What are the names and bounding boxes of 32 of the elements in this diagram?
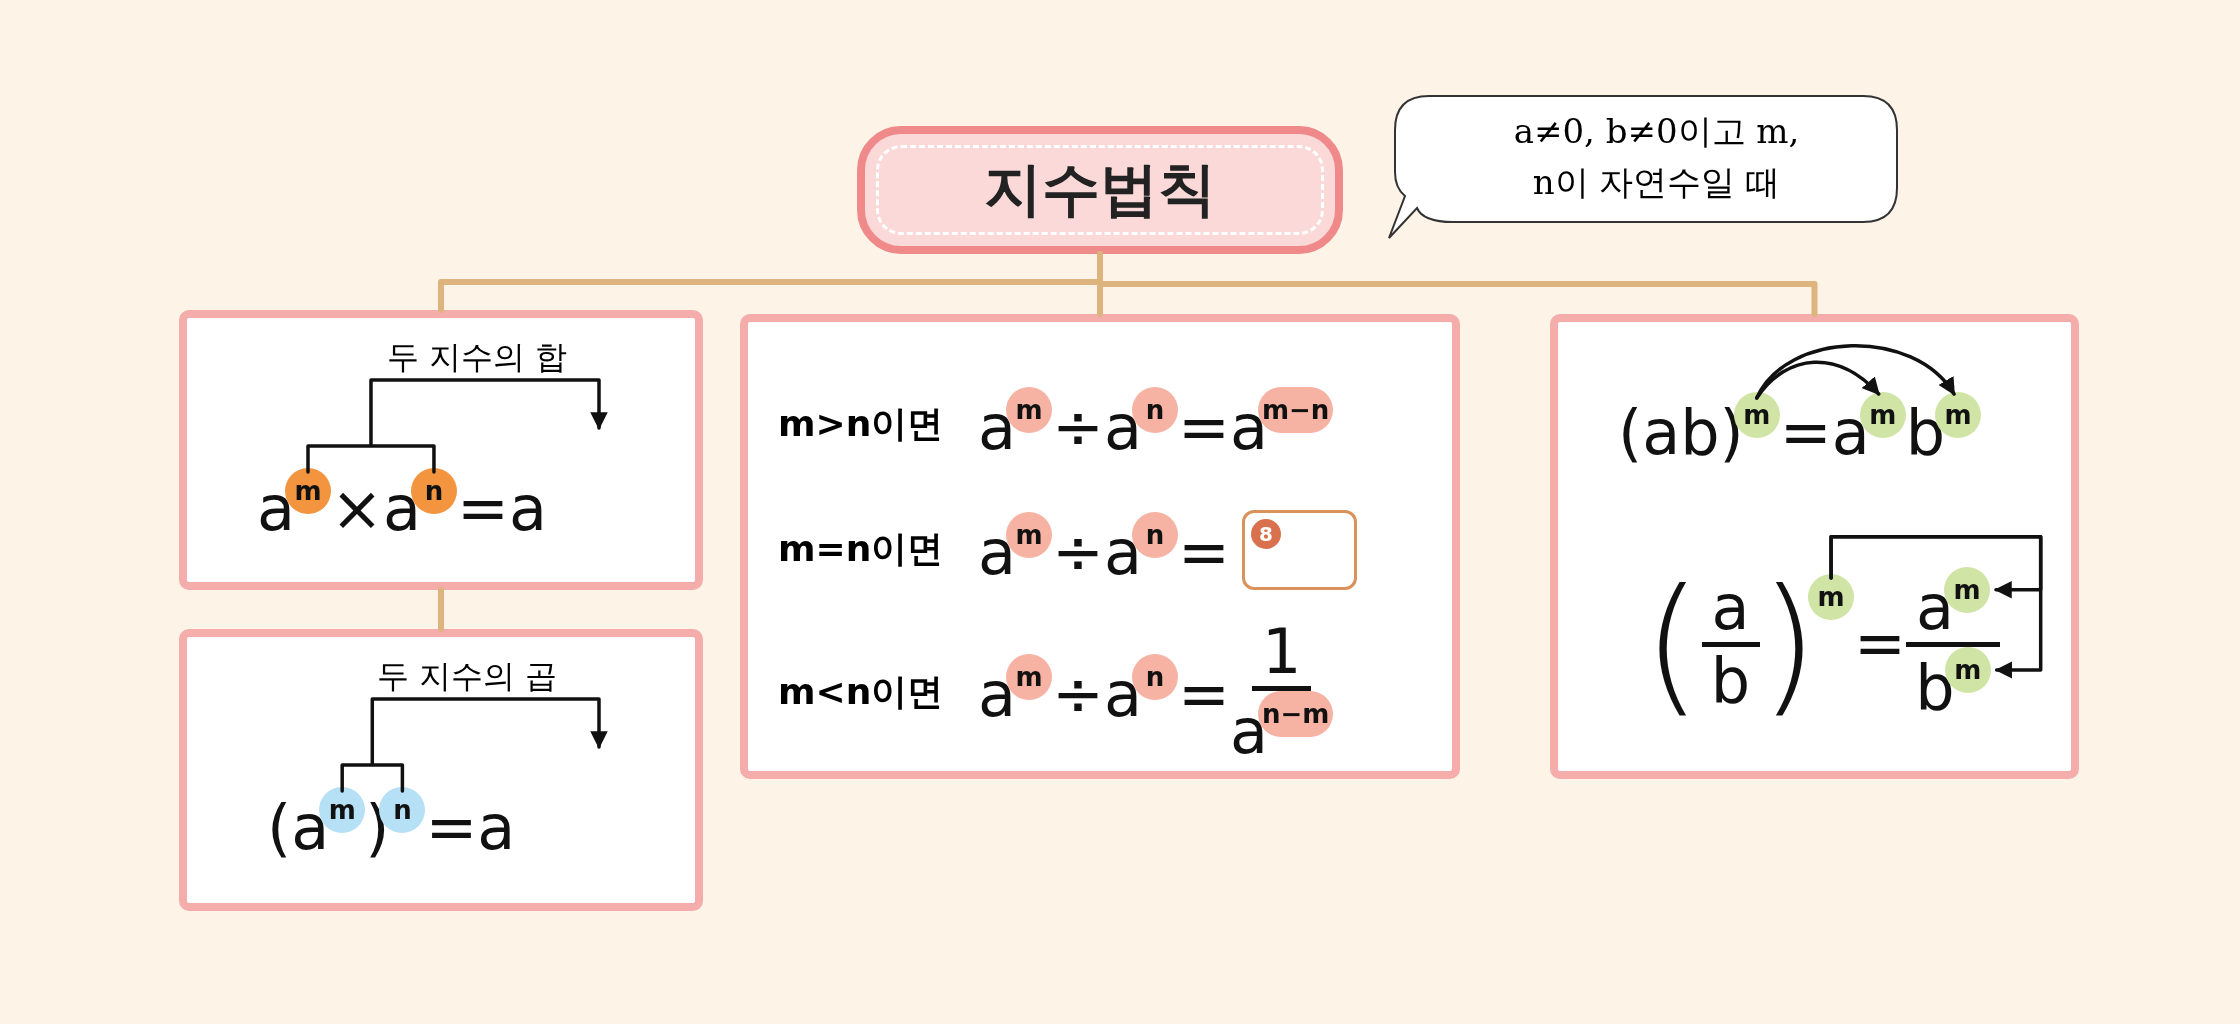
arrow [1829, 535, 2043, 679]
rule-caption: 두 지수의 합 [387, 337, 568, 378]
rule-card [179, 310, 703, 590]
rule-card [740, 314, 1460, 779]
connector-line [438, 587, 444, 632]
formula: a$^{m}$×a$^{n}$=a [257, 468, 547, 544]
formula: a$^{m}$÷a$^{n}$= [978, 654, 1230, 730]
parenthesis: ( [1643, 562, 1702, 727]
rule-caption: 두 지수의 곱 [377, 656, 558, 697]
equals-sign: = [1854, 610, 1906, 679]
formula: (ab)$^{m}$=a$^{m}$b$^{m}$ [1618, 392, 1982, 468]
fraction-denominator: b [1710, 647, 1751, 716]
rule-card [179, 629, 703, 911]
formula: (a$^{m}$)$^{n}$=a [267, 787, 516, 863]
arrow [1755, 344, 1956, 400]
parenthesis: )$^{m}$ [1759, 562, 1855, 727]
rule-card [1550, 314, 2079, 779]
condition-label: m>n이면 [778, 402, 945, 446]
fraction-numerator: a$^{m}$ [1906, 566, 2000, 647]
fraction-denominator: a$^{n−m}$ [1229, 691, 1334, 767]
arrow [306, 378, 608, 474]
title-banner: 지수법칙 [857, 126, 1343, 254]
arrow [1755, 360, 1881, 400]
formula: a$^{m}$÷a$^{n}$=a$^{m−n}$ [978, 386, 1334, 463]
answer-box [1241, 509, 1357, 590]
answer-number-badge: 8 [1250, 518, 1281, 549]
condition-label: m<n이면 [778, 669, 945, 714]
formula: a$^{m}$÷a$^{n}$= [978, 511, 1230, 588]
fraction-numerator: a [1701, 573, 1760, 647]
arrow [340, 697, 608, 793]
fraction-denominator: b$^{m}$ [1915, 647, 1991, 723]
condition-label: m=n이면 [778, 527, 945, 571]
